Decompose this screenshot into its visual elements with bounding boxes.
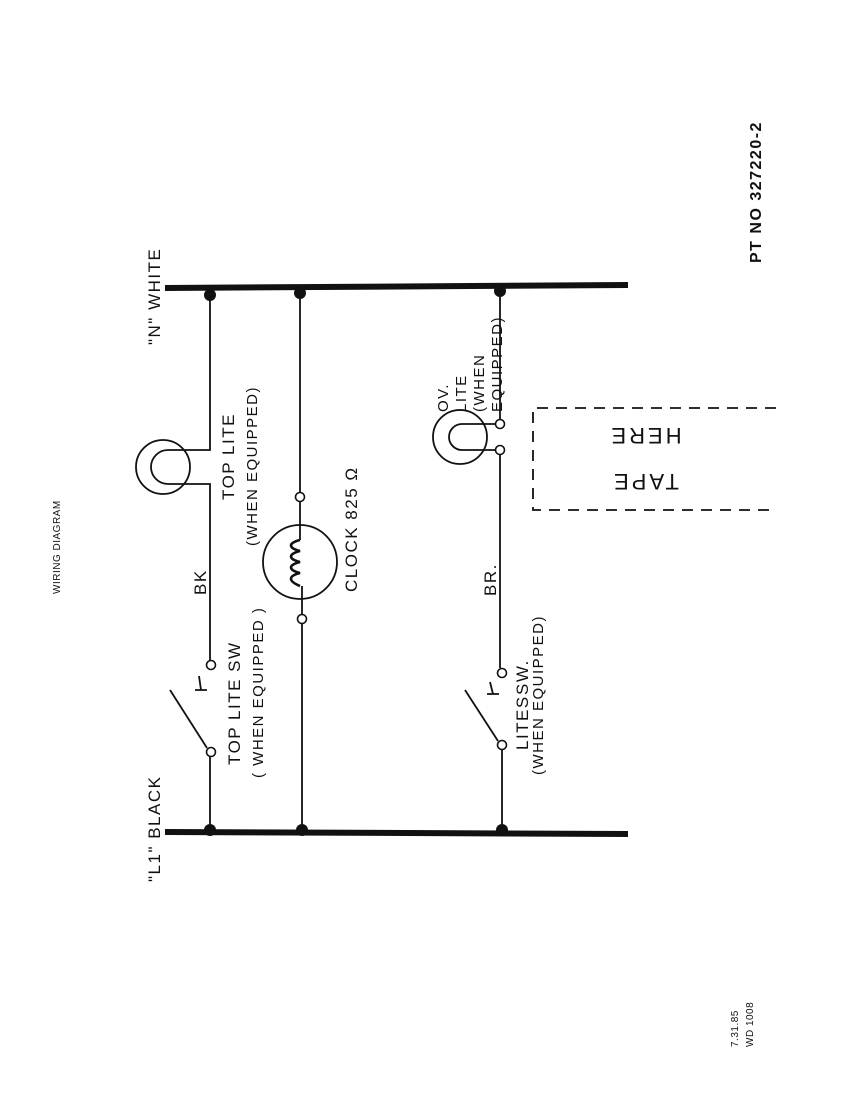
top-lite-note: (WHEN EQUIPPED) [244, 386, 261, 546]
drawing-date: 7.31.85 [730, 1010, 741, 1047]
lites-sw-label-2: SW. [513, 659, 532, 695]
lites-switch [464, 667, 508, 751]
clock-label: CLOCK 825 Ω [342, 466, 361, 592]
wire-color-bk: BK [191, 569, 210, 595]
top-branch-wire-mid [183, 483, 211, 664]
ov-lite-label-4: EQUIPPED) [489, 316, 506, 412]
top-lite-sw-label: TOP LITE SW [225, 641, 244, 765]
top-branch-wire-upper [183, 295, 211, 451]
tape-label: TAPE [611, 469, 679, 494]
top-lite-lamp [135, 439, 191, 495]
neutral-bus [164, 282, 629, 291]
drawing-code: WD 1008 [745, 1002, 756, 1047]
top-lite-label: TOP LITE [219, 413, 238, 500]
top-lite-switch [169, 659, 217, 758]
lites-sw-note: (WHEN EQUIPPED) [530, 615, 547, 775]
clock-motor [262, 491, 338, 625]
ov-lite-label-2: LITE [453, 374, 470, 412]
here-label: HERE [608, 423, 681, 448]
tape-box [532, 407, 776, 511]
top-lite-sw-note: ( WHEN EQUIPPED ) [250, 607, 267, 778]
line-bus [164, 829, 629, 837]
diagram-title: WIRING DIAGRAM [52, 500, 63, 594]
line-bus-label: "L1" BLACK [145, 776, 164, 882]
part-number: PT NO 327220-2 [748, 121, 765, 263]
wire-color-br: BR. [481, 563, 500, 596]
ov-lite-label-1: OV. [435, 383, 452, 412]
ov-lite-label-3: (WHEN [471, 354, 488, 412]
lites-sw-label: LITES [513, 695, 532, 750]
oven-lite-lamp [432, 409, 506, 465]
neutral-bus-label: "N" WHITE [145, 248, 164, 345]
